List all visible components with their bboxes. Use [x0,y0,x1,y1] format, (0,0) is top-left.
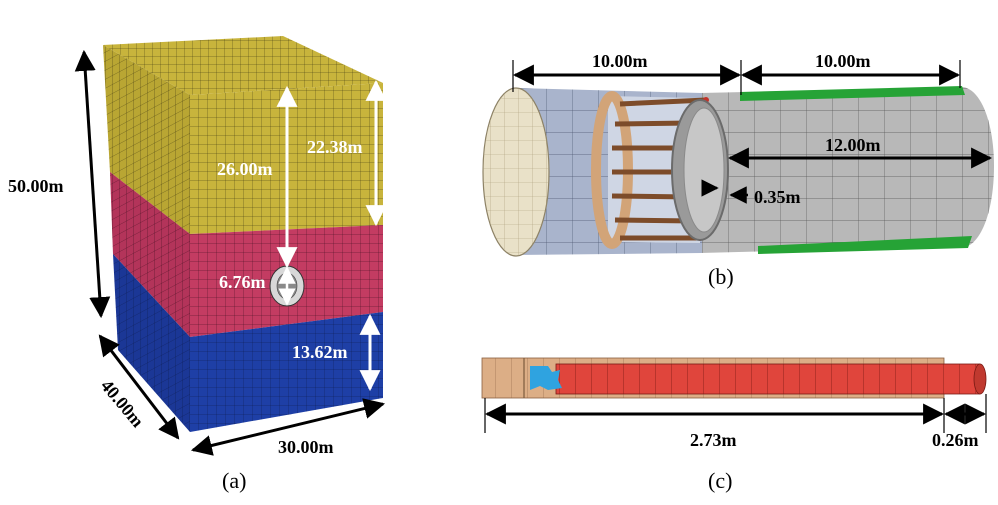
panel-c-dimensions [484,394,987,433]
label-right-span: 10.00m [815,51,871,71]
label-protrusion: 0.26m [932,430,979,450]
dim-line-width [190,398,386,456]
panel-c-bolt-model [481,357,987,399]
label-embedded-length: 2.73m [690,430,737,450]
label-height: 50.00m [8,176,64,196]
bolt-end [973,363,987,395]
label-tunnel-depth: 26.00m [217,159,273,179]
label-left-span: 10.00m [592,51,648,71]
panel-b-tunnel-model [482,86,994,257]
label-top-layer: 22.38m [307,137,363,157]
label-bottom-layer: 13.62m [292,342,348,362]
label-depth: 40.00m [97,376,148,431]
panel-b-labels: 10.00m 10.00m 12.00m 0.35m (b) [592,51,881,289]
panel-a-soil-block [103,36,383,432]
label-lining-length: 12.00m [825,135,881,155]
caption-c: (c) [708,468,732,493]
panel-b-dimensions [512,60,993,204]
lining-top-highlight [740,86,965,101]
label-width: 30.00m [278,437,334,457]
panel-a-dimensions [74,49,387,456]
grout-anchor [530,366,562,390]
lining-bottom-highlight [758,236,972,254]
label-tunnel-diameter: 6.76m [219,272,266,292]
dim-line-height [74,49,111,319]
caption-b: (b) [708,264,734,289]
dim-line-depth [98,334,180,440]
label-lining-thickness: 0.35m [754,187,801,207]
panel-c-labels: 2.73m 0.26m (c) [690,430,979,493]
caption-a: (a) [222,468,246,493]
